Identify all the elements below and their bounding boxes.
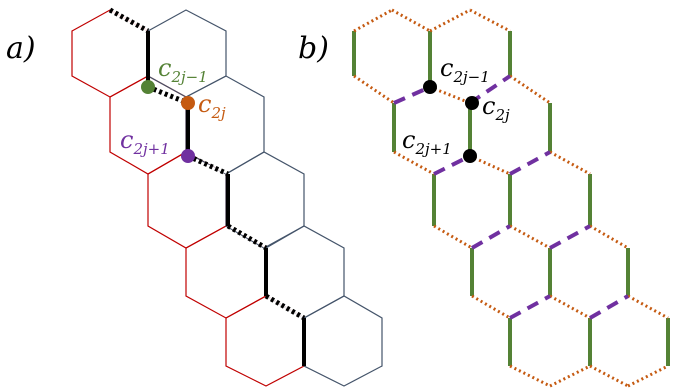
red-hexagon	[185, 225, 267, 319]
site-label-c2j-1: c2j−1	[440, 54, 490, 86]
site-marker-c2j	[181, 96, 195, 110]
panel-a-lattice	[71, 7, 383, 387]
dotted-chain-highlights	[109, 9, 305, 319]
solid-chain-bonds	[146, 31, 306, 366]
green-bonds	[352, 31, 670, 366]
red-hexagon	[71, 9, 149, 98]
orange-bonds	[353, 8, 669, 388]
majorana-chain	[108, 7, 306, 366]
blue-hexagon	[303, 295, 383, 387]
blue-hexagons	[147, 9, 383, 387]
site-label-c2j: c2j	[482, 92, 510, 124]
site-label-c2j-1: c2j−1	[158, 54, 208, 86]
panel-b-lattice	[352, 8, 670, 388]
site-marker-c2j-1	[141, 80, 155, 94]
red-hexagon	[225, 295, 305, 387]
red-hexagons	[71, 9, 305, 387]
site-marker-c2j	[465, 96, 479, 110]
panel-b-label: b)	[298, 31, 329, 66]
site-label-c2j+1: c2j+1	[120, 126, 170, 158]
red-hexagon	[147, 151, 227, 249]
panel-a-label: a)	[6, 31, 36, 66]
site-label-c2j: c2j	[198, 90, 226, 122]
site-marker-c2j+1	[181, 149, 195, 163]
dotted-chain-bonds	[108, 7, 306, 321]
site-marker-c2j-1	[423, 80, 437, 94]
site-marker-c2j+1	[463, 149, 477, 163]
site-label-c2j+1: c2j+1	[402, 126, 452, 158]
